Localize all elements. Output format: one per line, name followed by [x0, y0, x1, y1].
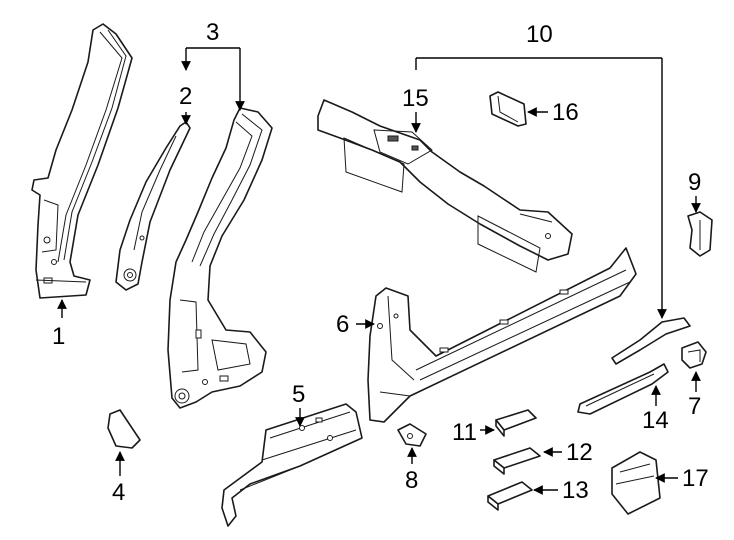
part-4-gusset	[107, 409, 141, 449]
callout-14: 14	[642, 407, 669, 434]
callout-3: 3	[206, 19, 219, 46]
part-6-rocker-outer	[367, 247, 637, 423]
callout-12: 12	[566, 439, 593, 466]
callout-13: 13	[562, 477, 589, 504]
callout-17: 17	[682, 465, 709, 492]
callout-6: 6	[336, 311, 349, 338]
callout-5: 5	[292, 381, 305, 408]
part-1-a-pillar	[31, 23, 133, 299]
callout-labels: 1 2 3 4 5 6 7 8 9 10 11 12 13 14 15 16 1…	[52, 19, 709, 506]
part-10-extension	[611, 317, 691, 365]
callout-15: 15	[402, 85, 429, 112]
callout-4: 4	[112, 479, 125, 506]
callout-9: 9	[688, 169, 701, 196]
part-11-pad	[495, 409, 537, 437]
part-9-bracket	[687, 211, 713, 257]
part-16-channel	[489, 91, 527, 127]
callout-8: 8	[405, 467, 418, 494]
part-3-pillar-inner	[167, 107, 273, 409]
part-12-pad	[493, 447, 541, 475]
callout-10: 10	[526, 21, 553, 48]
part-17-bracket-plate	[611, 451, 661, 515]
callout-2: 2	[179, 83, 192, 110]
callout-7: 7	[688, 393, 701, 420]
leader-lines	[57, 47, 701, 495]
callout-1: 1	[52, 323, 65, 350]
part-8-clip	[397, 423, 427, 447]
part-13-pad	[487, 481, 533, 511]
part-2-reinforcement	[115, 121, 191, 291]
part-5-rocker-inner	[221, 403, 363, 527]
part-7-bracket	[681, 341, 707, 369]
callout-16: 16	[552, 99, 579, 126]
part-14-trim-strip	[577, 363, 669, 415]
part-15-cross-member	[317, 99, 573, 273]
callout-11: 11	[452, 419, 477, 446]
